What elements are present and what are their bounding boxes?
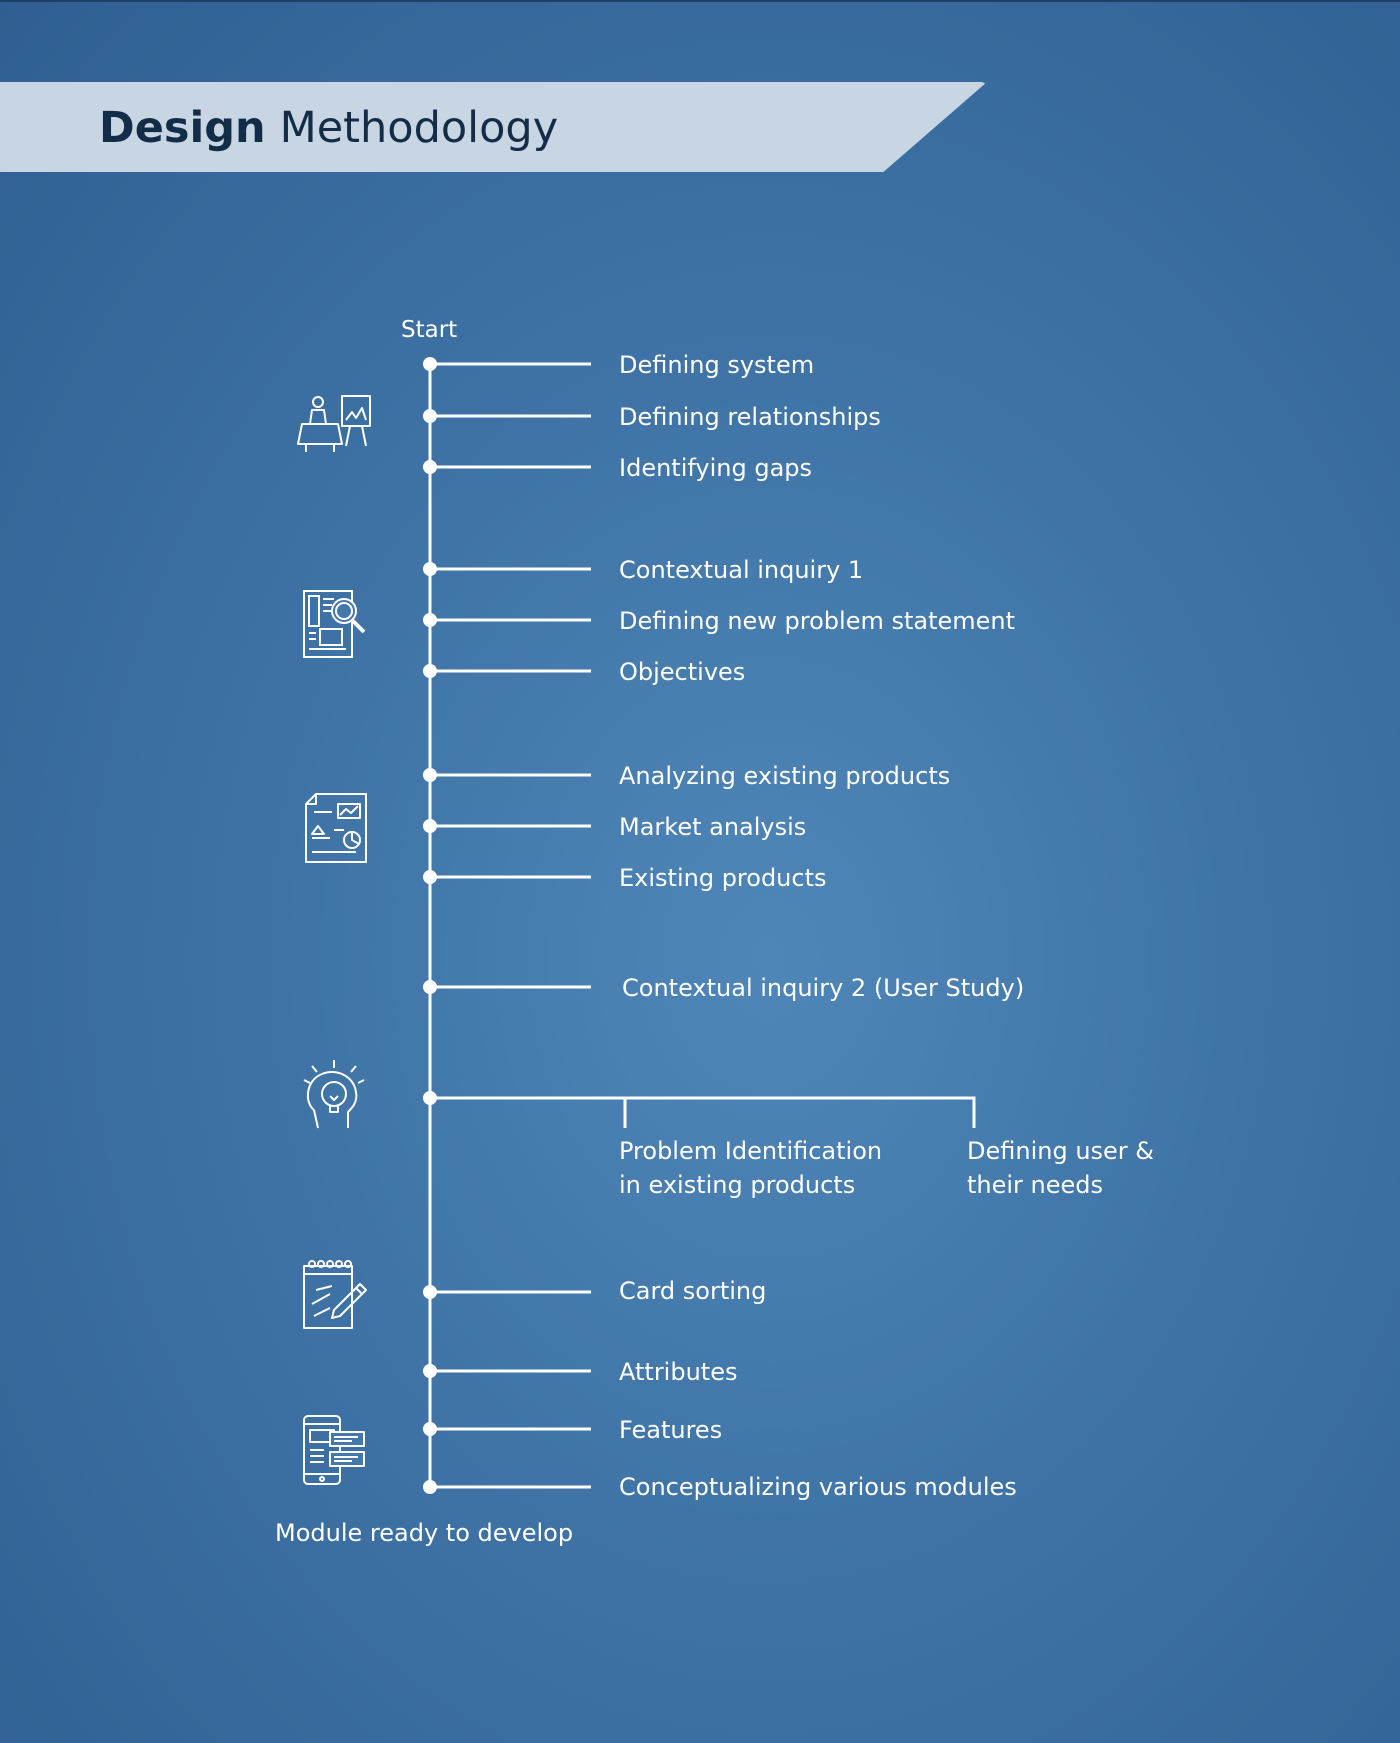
step-label: Features xyxy=(619,1416,723,1444)
step-label: Card sorting xyxy=(619,1277,767,1305)
step-label: Contextual inquiry 1 xyxy=(619,556,864,584)
step-label: Identifying gaps xyxy=(619,454,813,482)
title-light: Methodology xyxy=(279,103,559,153)
step-label: Analyzing existing products xyxy=(619,762,951,790)
timeline-node xyxy=(423,409,437,423)
mobile-modules-icon xyxy=(303,1415,365,1485)
timeline-node xyxy=(423,1285,437,1299)
step-label: Defining new problem statement xyxy=(619,607,1016,635)
step-label: Objectives xyxy=(619,658,746,686)
report-analysis-icon xyxy=(305,793,367,863)
start-label: Start xyxy=(401,317,458,343)
timeline-node xyxy=(423,1364,437,1378)
step-label: Market analysis xyxy=(619,813,807,841)
step-label: Conceptualizing various modules xyxy=(619,1473,1017,1501)
end-label: Module ready to develop xyxy=(275,1519,574,1547)
step-label: Defining relationships xyxy=(619,403,881,431)
step-label: Attributes xyxy=(619,1358,738,1386)
notepad-pencil-icon xyxy=(303,1260,367,1329)
branch-label-left: Problem Identification in existing produ… xyxy=(619,1137,883,1199)
timeline-node xyxy=(423,1480,437,1494)
desk-meeting-icon xyxy=(297,395,371,452)
timeline-node xyxy=(423,664,437,678)
timeline-node xyxy=(423,460,437,474)
timeline-node xyxy=(423,980,437,994)
document-search-icon xyxy=(303,590,366,658)
idea-head-icon xyxy=(303,1060,365,1129)
timeline-node xyxy=(423,613,437,627)
timeline-node xyxy=(423,870,437,884)
timeline-node xyxy=(423,819,437,833)
timeline-node xyxy=(423,1091,437,1105)
step-label: Existing products xyxy=(619,864,827,892)
step-label: Defining system xyxy=(619,351,815,379)
page-title: Design Methodology xyxy=(99,102,558,154)
timeline-node xyxy=(423,562,437,576)
step-label: Contextual inquiry 2 (User Study) xyxy=(622,974,1025,1002)
branch-connector-right xyxy=(430,1096,976,1128)
top-border xyxy=(0,0,1400,2)
title-bold: Design xyxy=(99,103,266,153)
timeline-node xyxy=(423,768,437,782)
branch-label-right: Defining user & their needs xyxy=(967,1137,1155,1199)
timeline-node xyxy=(423,1422,437,1436)
timeline-node xyxy=(423,357,437,371)
title-banner xyxy=(0,82,987,172)
